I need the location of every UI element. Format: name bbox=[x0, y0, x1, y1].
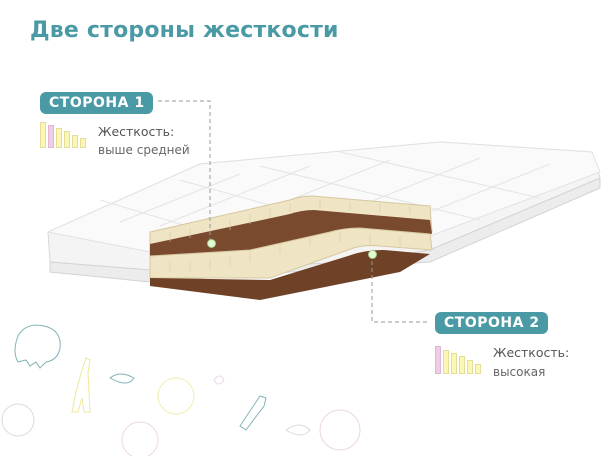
animal-doodles bbox=[1, 324, 361, 456]
firmness-bar bbox=[443, 350, 449, 374]
firmness-bar bbox=[475, 364, 481, 374]
firmness-bar bbox=[40, 122, 46, 148]
side-2-badge: СТОРОНА 2 bbox=[435, 312, 548, 334]
side-2-firmness-bars bbox=[435, 346, 481, 374]
side-1-marker bbox=[207, 239, 216, 248]
side-1-firmness-bars bbox=[40, 122, 86, 148]
firmness-bar bbox=[48, 125, 54, 148]
side-1-firmness-label: Жесткость: bbox=[98, 124, 175, 139]
side-2-firmness-label: Жесткость: bbox=[493, 345, 570, 360]
firmness-bar bbox=[451, 353, 457, 374]
side-2-marker bbox=[368, 250, 377, 259]
firmness-bar bbox=[459, 356, 465, 374]
firmness-bar bbox=[56, 128, 62, 148]
firmness-bar bbox=[64, 131, 70, 148]
firmness-bar bbox=[467, 360, 473, 374]
side-1-badge: СТОРОНА 1 bbox=[40, 92, 153, 114]
side-1-firmness-value: выше средней bbox=[98, 143, 190, 157]
firmness-bar bbox=[72, 135, 78, 148]
page-title: Две стороны жесткости bbox=[30, 18, 339, 43]
firmness-bar bbox=[435, 346, 441, 374]
firmness-bar bbox=[80, 138, 86, 148]
side-2-firmness-value: высокая bbox=[493, 365, 546, 379]
